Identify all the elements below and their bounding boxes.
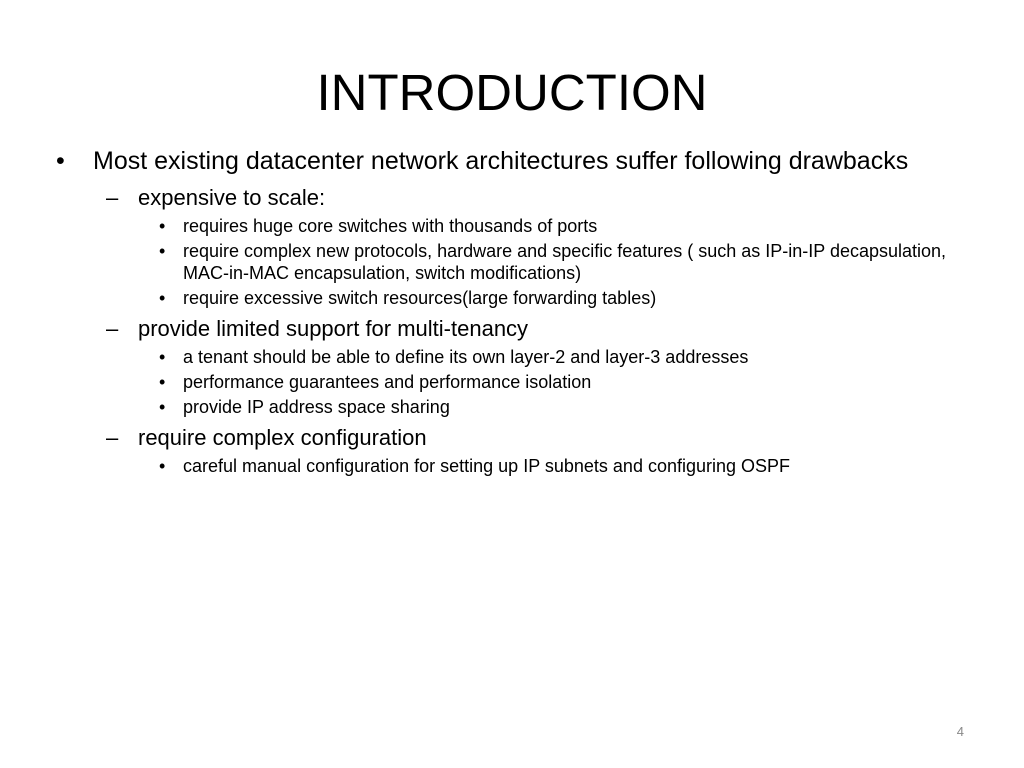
bullet-marker: • [56, 147, 65, 175]
bullet-marker: • [159, 372, 166, 392]
sub-bullet-text: require complex configuration [138, 425, 427, 450]
bullet-marker: • [159, 288, 166, 308]
sub-sub-bullet-text: a tenant should be able to define its ow… [183, 347, 749, 367]
sub-sub-bullet-text: require excessive switch resources(large… [183, 288, 657, 308]
sub-sub-bullet: • performance guarantees and performance… [56, 371, 966, 393]
sub-sub-bullet: • require excessive switch resources(lar… [56, 287, 966, 309]
bullet-marker: • [159, 397, 166, 417]
sub-sub-bullet: • requires huge core switches with thous… [56, 215, 966, 237]
sub-bullet-config: – require complex configuration [56, 424, 966, 452]
sub-bullet-text: expensive to scale: [138, 185, 326, 210]
bullet-marker: • [159, 241, 166, 261]
sub-bullet-tenancy: – provide limited support for multi-tena… [56, 315, 966, 343]
dash-marker: – [106, 425, 119, 450]
bullet-main: • Most existing datacenter network archi… [56, 146, 966, 176]
sub-sub-bullet: • provide IP address space sharing [56, 396, 966, 418]
dash-marker: – [106, 185, 119, 210]
sub-sub-bullet: • a tenant should be able to define its … [56, 346, 966, 368]
bullet-list: • Most existing datacenter network archi… [56, 146, 966, 480]
bullet-marker: • [159, 347, 166, 367]
bullet-marker: • [159, 456, 166, 476]
bullet-marker: • [159, 216, 166, 236]
sub-sub-bullet-text: requires huge core switches with thousan… [183, 216, 598, 236]
slide-title: INTRODUCTION [316, 64, 708, 121]
page-number: 4 [956, 724, 964, 739]
sub-sub-bullet-text: performance guarantees and performance i… [183, 372, 592, 392]
sub-sub-bullet: • careful manual configuration for setti… [56, 455, 966, 477]
sub-sub-bullet-text: require complex new protocols, hardware … [183, 241, 947, 283]
bullet-text: Most existing datacenter network archite… [93, 147, 909, 175]
dash-marker: – [106, 316, 119, 341]
sub-sub-bullet: • require complex new protocols, hardwar… [56, 240, 966, 284]
sub-bullet-text: provide limited support for multi-tenanc… [138, 316, 529, 341]
sub-sub-bullet-text: careful manual configuration for setting… [183, 456, 791, 476]
sub-sub-bullet-text: provide IP address space sharing [183, 397, 450, 417]
sub-bullet-scale: – expensive to scale: [56, 184, 966, 212]
